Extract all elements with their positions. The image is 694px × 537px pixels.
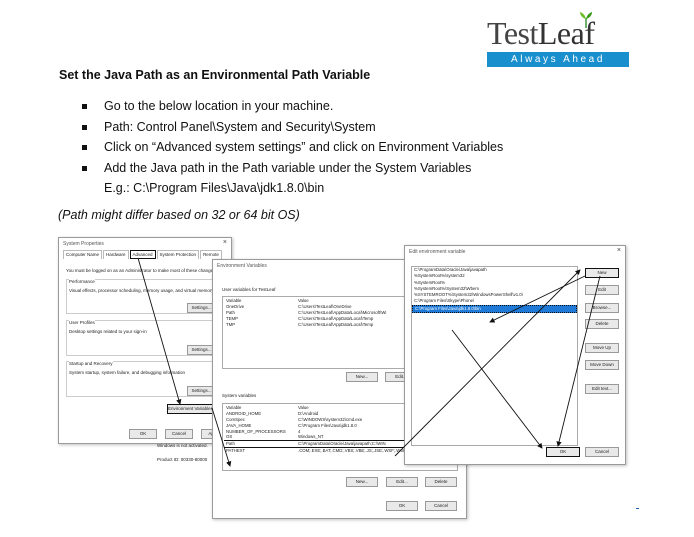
ok-button[interactable]: OK	[546, 447, 580, 457]
admin-note: You must be logged on as an Administrato…	[66, 268, 216, 273]
new-entry-button[interactable]: New	[585, 268, 619, 278]
browse-button[interactable]: Browse...	[585, 303, 619, 313]
cancel-button[interactable]: Cancel	[425, 501, 457, 511]
page-mark	[636, 508, 639, 509]
close-icon[interactable]: ×	[616, 247, 621, 254]
step-item: Path: Control Panel\System and Security\…	[82, 117, 503, 138]
path-entries-list[interactable]: C:\ProgramData\Oracle\Java\javapath %Sys…	[411, 266, 578, 446]
window-title: System Properties	[63, 241, 104, 247]
close-icon[interactable]: ×	[222, 239, 227, 246]
tab-computer-name[interactable]: Computer Name	[63, 250, 103, 259]
window-title: Edit environment variable	[409, 249, 466, 255]
edit-entry-button[interactable]: Edit	[585, 285, 619, 295]
delete-entry-button[interactable]: Delete	[585, 319, 619, 329]
table-row[interactable]: PATHEXT.COM;.EXE;.BAT;.CMD;.VBS;.VBE;.JS…	[226, 447, 419, 453]
tab-system-protection[interactable]: System Protection	[156, 250, 200, 259]
list-item-selected[interactable]: C:\Program Files\Java\jdk1.8.0\bin	[412, 304, 577, 314]
window-title: Environment Variables	[217, 263, 267, 269]
step-example: E.g.: C:\Program Files\Java\jdk1.8.0\bin	[104, 181, 325, 195]
step-item: Add the Java path in the Path variable u…	[82, 158, 503, 199]
move-up-button[interactable]: Move Up	[585, 343, 619, 353]
edit-text-button[interactable]: Edit text...	[585, 384, 619, 394]
system-new-button[interactable]: New...	[346, 477, 378, 487]
ok-button[interactable]: OK	[129, 429, 157, 439]
step-item: Go to the below location in your machine…	[82, 96, 503, 117]
system-properties-window: System Properties × Computer Name Hardwa…	[58, 237, 232, 444]
edit-environment-variable-window: Edit environment variable × C:\ProgramDa…	[404, 245, 626, 465]
os-note: (Path might differ based on 32 or 64 bit…	[58, 208, 300, 222]
product-id: Product ID: 00330-80000	[157, 457, 208, 462]
tab-hardware[interactable]: Hardware	[103, 250, 129, 259]
step-item: Click on “Advanced system settings” and …	[82, 137, 503, 158]
environment-variables-window: Environment Variables User variables for…	[212, 259, 467, 519]
testleaf-logo: TestLeaf Always Ahead	[487, 12, 629, 68]
user-profiles-group: User Profiles Desktop settings related t…	[66, 320, 218, 356]
performance-group: Performance Visual effects, processor sc…	[66, 279, 218, 314]
system-edit-button[interactable]: Edit...	[386, 477, 418, 487]
tab-strip: Computer Name Hardware Advanced System P…	[63, 250, 223, 259]
startup-recovery-group: Startup and Recovery System startup, sys…	[66, 361, 218, 397]
move-down-button[interactable]: Move Down	[585, 360, 619, 370]
environment-variables-button[interactable]: Environment Variables...	[167, 404, 217, 414]
user-new-button[interactable]: New...	[346, 372, 378, 382]
cancel-button[interactable]: Cancel	[165, 429, 193, 439]
user-variables-label: User variables for TestLeaf	[222, 287, 276, 292]
system-delete-button[interactable]: Delete	[425, 477, 457, 487]
steps-list: Go to the below location in your machine…	[82, 96, 503, 199]
list-item[interactable]: C:\ProgramData\Oracle\Java\javapath	[414, 267, 487, 272]
page-title: Set the Java Path as an Environmental Pa…	[59, 68, 371, 82]
ok-button[interactable]: OK	[386, 501, 418, 511]
leaf-sprout-icon	[580, 12, 592, 28]
cancel-button[interactable]: Cancel	[585, 447, 619, 457]
activation-status: Windows is not activated.	[157, 443, 208, 448]
system-variables-label: System variables	[222, 393, 257, 398]
tab-remote[interactable]: Remote	[200, 250, 222, 259]
tab-advanced[interactable]: Advanced	[129, 250, 156, 259]
logo-tagline: Always Ahead	[487, 52, 629, 67]
